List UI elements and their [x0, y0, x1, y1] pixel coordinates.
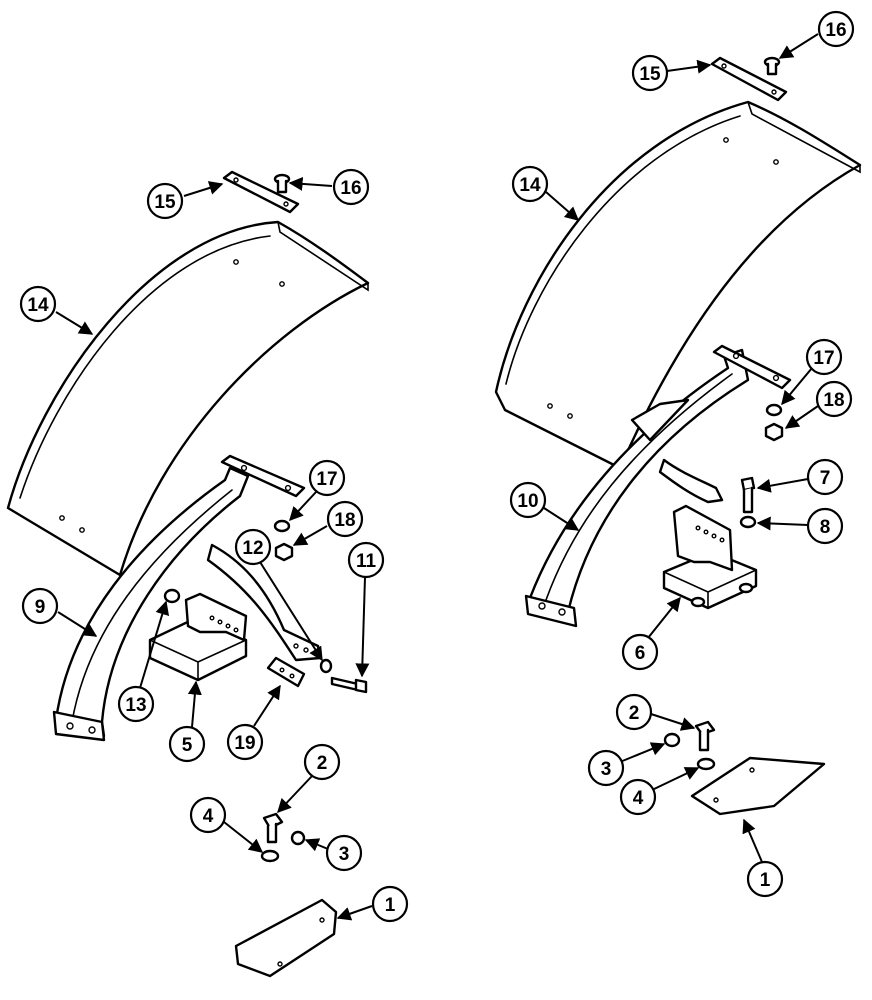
right-nut-18 [764, 422, 784, 442]
callout-right-17: 17 [781, 338, 843, 406]
svg-text:2: 2 [629, 703, 640, 724]
callout-left-4: 4 [189, 796, 264, 853]
svg-text:4: 4 [203, 806, 214, 827]
callout-left-12: 12 [234, 528, 323, 662]
left-washer-17 [273, 519, 291, 533]
svg-text:15: 15 [639, 64, 661, 85]
svg-text:7: 7 [820, 468, 831, 489]
callouts: 15 16 14 17 18 12 11 [19, 10, 855, 923]
left-clamp-plate [222, 170, 300, 214]
svg-text:15: 15 [154, 192, 176, 213]
svg-text:5: 5 [182, 735, 193, 756]
left-bolt-11 [330, 676, 368, 694]
callout-left-3: 3 [304, 834, 363, 872]
right-step-plate [690, 756, 826, 816]
left-clip-19 [266, 656, 306, 688]
callout-right-7: 7 [756, 458, 844, 496]
callout-right-6: 6 [621, 596, 681, 671]
svg-text:3: 3 [339, 844, 350, 865]
callout-right-4: 4 [619, 767, 700, 816]
svg-text:12: 12 [242, 538, 263, 559]
svg-text:11: 11 [356, 551, 377, 572]
svg-text:3: 3 [601, 759, 612, 780]
callout-left-19: 19 [226, 684, 281, 761]
svg-text:1: 1 [385, 895, 396, 916]
right-clamp-plate [710, 56, 788, 102]
callout-right-3: 3 [587, 742, 666, 787]
callout-right-2: 2 [615, 693, 696, 731]
left-nut-18 [274, 542, 294, 562]
left-fender-panel [6, 220, 370, 577]
right-mounting-bracket [662, 504, 758, 610]
svg-text:17: 17 [813, 348, 834, 369]
right-washer-4 [696, 757, 716, 771]
svg-text:14: 14 [27, 295, 49, 316]
svg-text:6: 6 [635, 643, 646, 664]
right-clamp-screw [763, 56, 781, 76]
callout-left-13: 13 [117, 600, 170, 723]
left-clamp-screw [273, 173, 291, 194]
callout-left-5: 5 [168, 680, 206, 763]
right-washer-17 [765, 403, 783, 417]
callout-right-10: 10 [509, 481, 580, 531]
svg-text:13: 13 [125, 695, 146, 716]
callout-left-1: 1 [336, 885, 409, 923]
svg-text:16: 16 [340, 178, 361, 199]
left-step-plate [234, 898, 338, 978]
callout-left-14: 14 [19, 285, 94, 335]
callout-left-16: 16 [288, 168, 370, 206]
svg-text:4: 4 [633, 788, 644, 809]
left-nut-3 [290, 830, 306, 846]
callout-right-1: 1 [742, 818, 784, 898]
svg-text:14: 14 [519, 175, 541, 196]
right-fender-assembly [494, 56, 862, 816]
right-bolt-2 [694, 720, 716, 752]
svg-text:18: 18 [823, 390, 844, 411]
left-nut-13 [163, 588, 181, 604]
svg-text:18: 18 [334, 510, 355, 531]
callout-left-9: 9 [21, 587, 98, 637]
callout-left-2: 2 [277, 743, 341, 814]
svg-text:9: 9 [35, 597, 46, 618]
left-fender-assembly [6, 170, 370, 978]
left-bolt-2 [262, 812, 284, 844]
svg-text:16: 16 [825, 20, 846, 41]
right-nut-3 [663, 732, 681, 748]
callout-right-8: 8 [756, 507, 844, 545]
callout-left-11: 11 [347, 541, 385, 678]
svg-text:19: 19 [234, 733, 255, 754]
left-fender-support-arm [52, 454, 322, 742]
svg-text:17: 17 [316, 469, 337, 490]
right-washer-8 [739, 515, 757, 529]
callout-right-14: 14 [511, 165, 580, 221]
svg-text:10: 10 [517, 491, 538, 512]
right-fender-panel [494, 100, 862, 470]
svg-text:1: 1 [760, 870, 771, 891]
svg-text:8: 8 [820, 517, 831, 538]
callout-right-16: 16 [778, 10, 855, 59]
right-bolt-7 [740, 476, 756, 514]
callout-right-15: 15 [631, 54, 712, 92]
right-fender-support-arm [524, 344, 792, 628]
left-washer-4 [260, 849, 280, 863]
left-mounting-bracket [148, 592, 248, 682]
left-washer-12 [319, 658, 333, 674]
callout-left-18: 18 [292, 500, 364, 546]
callout-right-18: 18 [784, 380, 853, 429]
callout-left-15: 15 [146, 181, 224, 220]
svg-text:2: 2 [317, 753, 328, 774]
callout-left-17: 17 [289, 459, 346, 522]
